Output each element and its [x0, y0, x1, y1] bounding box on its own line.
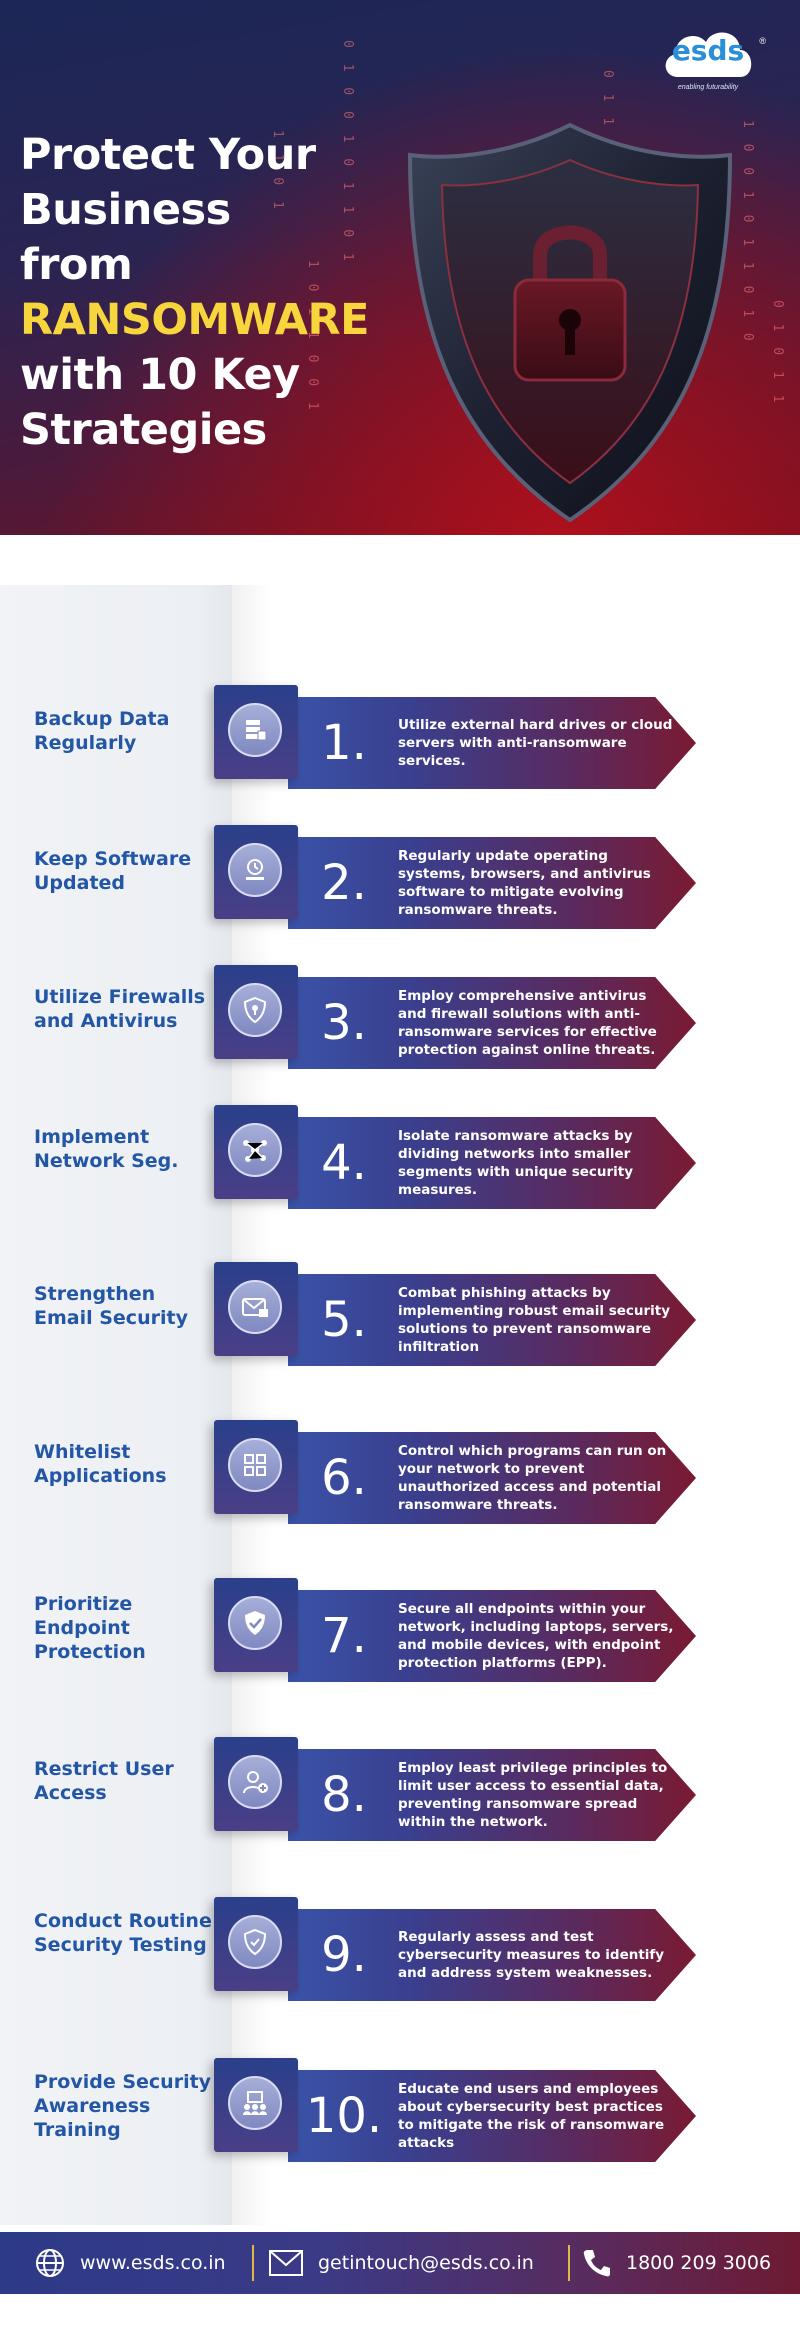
hero-title-highlight: RANSOMWARE — [20, 295, 369, 345]
phone-link[interactable]: 1800 209 3006 — [582, 2232, 771, 2294]
footer-divider — [252, 2245, 254, 2281]
strategy-item: Whitelist Applications 6. Control which pr… — [0, 1420, 800, 1524]
esds-logo[interactable]: esds ® enabling futurability — [658, 22, 766, 94]
strategy-title: Utilize Firewalls and Antivirus — [34, 986, 206, 1032]
footer-divider — [568, 2245, 570, 2281]
strategy-number: 1. — [321, 715, 367, 771]
strategy-number: 4. — [321, 1135, 367, 1191]
logo-tagline: enabling futurability — [677, 84, 739, 91]
logo-text: esds — [671, 34, 745, 67]
strategy-description: Secure all endpoints within your network… — [398, 1601, 674, 1671]
strategy-arrow-banner — [288, 697, 696, 789]
strategy-arrow-banner — [288, 1274, 696, 1366]
strategy-item: Prioritize Endpoint Protection 7. Secure a… — [0, 1578, 800, 1682]
strategy-title: Provide Security Awareness Training — [34, 2071, 212, 2141]
strategy-arrow-banner — [288, 2070, 696, 2162]
strategy-title: Implement Network Seg. — [34, 1126, 179, 1172]
shield-check-icon — [228, 1596, 282, 1650]
website-text: www.esds.co.in — [80, 2252, 226, 2274]
strategy-description: Regularly assess and test cybersecurity … — [398, 1929, 665, 1981]
strategy-number: 5. — [321, 1292, 367, 1348]
strategy-arrow-banner — [288, 1749, 696, 1841]
user-add-icon — [228, 1755, 282, 1809]
strategy-arrow-banner — [288, 1590, 696, 1682]
strategy-number: 6. — [321, 1450, 367, 1506]
security-test-icon — [228, 1915, 282, 1969]
strategy-title: Restrict User Access — [34, 1758, 174, 1804]
backup-server-icon — [228, 703, 282, 757]
strategy-description: Employ comprehensive antivirus and firew… — [398, 988, 657, 1058]
cloud-icon — [665, 32, 752, 77]
hero-title: Protect Your Business from RANSOMWARE wi… — [20, 128, 490, 458]
hero-title-prefix: from — [20, 240, 133, 290]
phone-icon — [583, 2250, 610, 2277]
strategy-item: Conduct Routine Security Testing 9. Regula… — [0, 1897, 800, 2001]
strategy-number: 10. — [305, 2088, 383, 2144]
strategy-item: Backup Data Regularly 1. Utilize external … — [0, 685, 800, 789]
strategy-item: Restrict User Access 8. Employ least privi… — [0, 1737, 800, 1841]
strategy-arrow-banner — [288, 977, 696, 1069]
strategy-arrow-banner — [288, 1432, 696, 1524]
strategy-number: 2. — [321, 855, 367, 911]
website-link[interactable]: www.esds.co.in — [34, 2232, 252, 2294]
binary-decoration: 1 0 1 1 0 0 1 — [305, 260, 320, 414]
strategy-title: Whitelist Applications — [34, 1441, 167, 1487]
globe-icon — [36, 2249, 64, 2277]
phone-text: 1800 209 3006 — [626, 2252, 772, 2274]
binary-decoration: 0 1 0 0 1 0 1 1 0 1 — [340, 40, 355, 265]
strategy-title: Keep Software Updated — [34, 848, 192, 894]
strategy-item: Strengthen Email Security 5. Combat phishi… — [0, 1262, 800, 1366]
hero-title-line: Business — [20, 185, 231, 235]
hero-title-line: Strategies — [20, 405, 267, 455]
software-update-icon — [228, 843, 282, 897]
hero-banner: 0 1 0 0 1 0 1 1 0 1 1 0 1 1 0 0 1 0 1 1 … — [0, 0, 800, 535]
training-icon — [228, 2076, 282, 2130]
apps-grid-icon — [228, 1438, 282, 1492]
email-text: getintouch@esds.co.in — [318, 2252, 534, 2274]
strategy-arrow-banner — [288, 1909, 696, 2001]
strategy-item: Implement Network Seg. 4. Isolate ransomwa… — [0, 1105, 800, 1209]
strategy-item: Utilize Firewalls and Antivirus 3. Employ … — [0, 965, 800, 1069]
shield-lock-icon — [228, 983, 282, 1037]
hero-title-line: Protect Your — [20, 130, 316, 180]
contact-footer: www.esds.co.in getintouch@esds.co.in 180… — [0, 2232, 800, 2294]
strategy-arrow-banner — [288, 837, 696, 929]
strategy-title: Prioritize Endpoint Protection — [34, 1593, 146, 1663]
shield-padlock-illustration — [407, 122, 733, 523]
strategy-number: 8. — [321, 1767, 367, 1823]
email-lock-icon — [228, 1280, 282, 1334]
strategy-number: 9. — [321, 1927, 367, 1983]
hero-title-line: with 10 Key — [20, 350, 300, 400]
binary-decoration: 1 1 0 1 — [270, 130, 285, 213]
strategy-description: Combat phishing attacks by implementing … — [398, 1285, 671, 1355]
strategy-title: Backup Data Regularly — [34, 708, 170, 754]
strategy-item: Keep Software Updated 2. Regularly update … — [0, 825, 800, 929]
strategy-description: Isolate ransomware attacks by dividing n… — [398, 1128, 634, 1198]
strategy-description: Educate end users and employees about cy… — [398, 2081, 665, 2151]
strategy-number: 7. — [321, 1608, 367, 1664]
strategy-description: Control which programs can run on your n… — [398, 1443, 667, 1513]
hero-title-line: from RANSOMWARE — [20, 238, 490, 348]
strategy-description: Utilize external hard drives or cloud se… — [398, 717, 673, 769]
strategy-item: Provide Security Awareness Training 10. Ed… — [0, 2058, 800, 2162]
binary-decoration: 0 1 0 1 1 — [770, 300, 785, 407]
binary-decoration: 1 0 0 1 0 1 1 0 1 0 — [740, 120, 755, 345]
registered-mark-icon: ® — [759, 36, 766, 46]
strategy-title: Conduct Routine Security Testing — [34, 1910, 212, 1956]
network-icon — [228, 1123, 282, 1177]
email-link[interactable]: getintouch@esds.co.in — [268, 2232, 568, 2294]
strategy-description: Regularly update operating systems, brow… — [398, 848, 651, 918]
strategy-arrow-banner — [288, 1117, 696, 1209]
strategy-description: Employ least privilege principles to lim… — [398, 1760, 668, 1830]
mail-icon — [269, 2250, 303, 2276]
strategy-label-panel — [0, 585, 232, 2225]
strategy-number: 3. — [321, 995, 367, 1051]
strategy-title: Strengthen Email Security — [34, 1283, 188, 1329]
